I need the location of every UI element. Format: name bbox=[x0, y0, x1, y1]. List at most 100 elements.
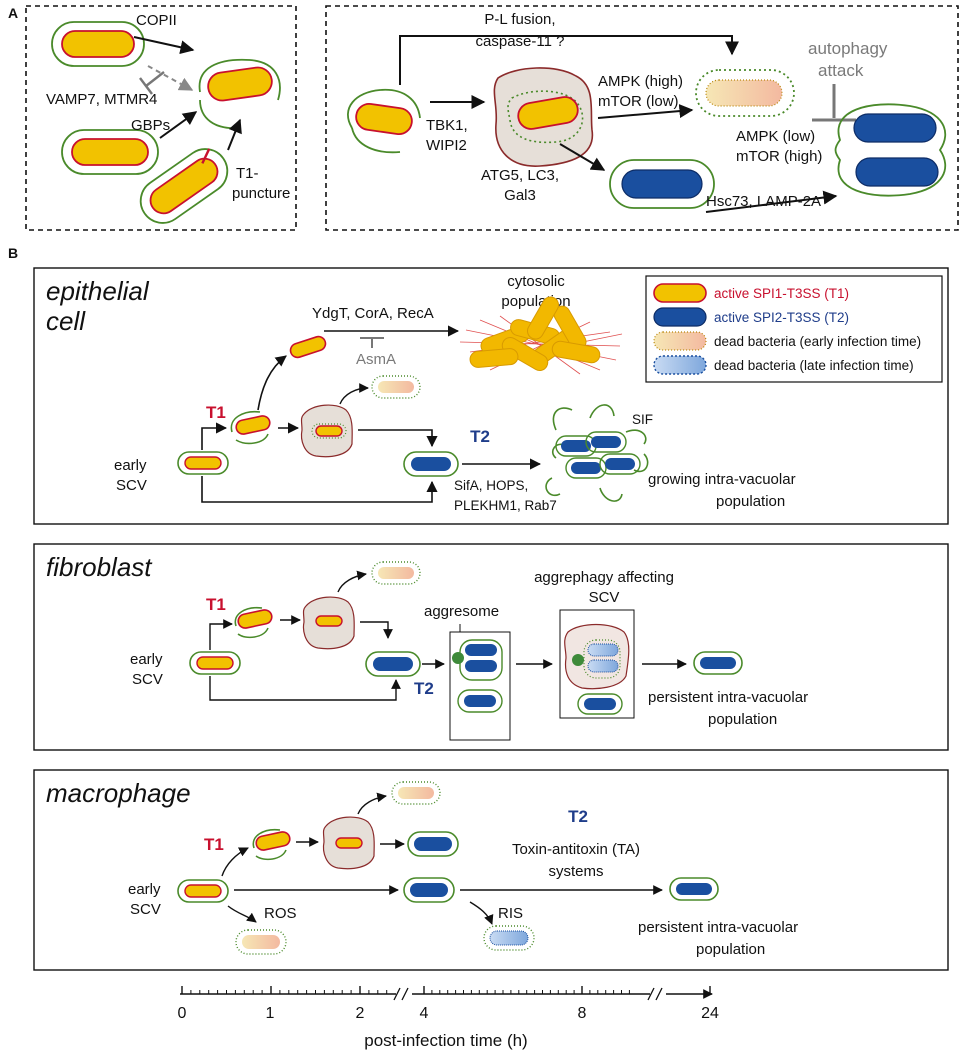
aggrephagy-label-1: aggrephagy affecting bbox=[534, 569, 674, 586]
mac-persistent-bacterium bbox=[669, 877, 719, 901]
macrophage-title: macrophage bbox=[46, 778, 191, 808]
mac-to-dead-arrow bbox=[357, 792, 387, 815]
sifa-label-1: SifA, HOPS, bbox=[454, 478, 528, 493]
pl-fusion-label-2: caspase-11 ? bbox=[476, 33, 565, 50]
panel-a-left-box bbox=[25, 5, 297, 231]
atg5-arrow bbox=[559, 143, 606, 171]
epithelial-title-2: cell bbox=[46, 306, 86, 336]
tick-label-2: 2 bbox=[356, 1005, 365, 1022]
tick-label-1: 1 bbox=[266, 1005, 275, 1022]
bacterium-in-vacuole bbox=[51, 21, 145, 67]
ris-label: RIS bbox=[498, 905, 523, 922]
tbk1-label-1: TBK1, bbox=[426, 117, 468, 134]
atg5-label-2: Gal3 bbox=[504, 187, 536, 204]
gbps-arrow bbox=[159, 111, 198, 139]
mac-t2-bacterium-top bbox=[407, 831, 459, 857]
free-t1-bacterium bbox=[289, 335, 327, 359]
growing-label-2: population bbox=[716, 493, 785, 510]
fibroblast-early-label-2: SCV bbox=[132, 671, 163, 688]
bacterium-t1-puncture bbox=[139, 148, 229, 224]
copii-label: COPII bbox=[136, 12, 177, 29]
bacterium-ruptured-vacuole bbox=[198, 58, 281, 130]
panel-a-right-box bbox=[325, 5, 959, 231]
t1-puncture-arrow bbox=[227, 118, 242, 151]
growing-population bbox=[545, 404, 649, 502]
t2-bacterium-epithelial bbox=[403, 451, 459, 477]
aggrephagy-label-2: SCV bbox=[589, 589, 620, 606]
mtor-high-label: mTOR (high) bbox=[736, 148, 822, 165]
macrophage-t2-label: T2 bbox=[568, 807, 588, 826]
tick-label-24: 24 bbox=[701, 1005, 719, 1022]
fib-early-to-t2-arrow bbox=[209, 676, 401, 701]
mac-to-ris-arrow bbox=[469, 901, 494, 925]
toxin-label-1: Toxin-antitoxin (TA) bbox=[512, 841, 640, 858]
asma-label: AsmA bbox=[356, 351, 396, 368]
mac-persistent-label-2: population bbox=[696, 941, 765, 958]
legend-t2: active SPI2-T3SS (T2) bbox=[714, 310, 849, 325]
macrophage-early-label-2: SCV bbox=[130, 901, 161, 918]
aggresome-label: aggresome bbox=[424, 603, 499, 620]
asma-inhibition-mark bbox=[360, 337, 384, 348]
fib-dead-bacterium bbox=[371, 561, 421, 585]
vamp7-label: VAMP7, MTMR4 bbox=[46, 91, 157, 108]
epithelial-early-label-1: early bbox=[114, 457, 147, 474]
autophagy-inhibition-mark bbox=[812, 84, 856, 122]
fibroblast-t1-label: T1 bbox=[206, 595, 226, 614]
legend-dead-late: dead bacteria (late infection time) bbox=[714, 358, 914, 373]
fibroblast-early-label-1: early bbox=[130, 651, 163, 668]
mac-early-to-t1-arrow bbox=[221, 847, 249, 877]
bacterium-gbps bbox=[61, 129, 159, 175]
fib-persistent-bacterium bbox=[693, 651, 743, 675]
dividing-t2-bacteria bbox=[834, 103, 947, 197]
aggresome-cell-box bbox=[449, 631, 511, 741]
mac-to-ros-arrow bbox=[227, 905, 257, 923]
early-scv-bacterium bbox=[177, 451, 229, 475]
mac-t2-bacterium-mid bbox=[403, 877, 455, 903]
fib-early-to-t1-arrow bbox=[209, 619, 233, 650]
sifa-label-2: PLEKHM1, Rab7 bbox=[454, 498, 557, 513]
legend-t1: active SPI1-T3SS (T1) bbox=[714, 286, 849, 301]
legend-dead-early: dead bacteria (early infection time) bbox=[714, 334, 921, 349]
mac-dead-early-ros bbox=[235, 929, 287, 955]
epithelial-box bbox=[33, 267, 949, 525]
bacterium-ruptured-a-right bbox=[347, 88, 421, 154]
fib-persistent-label-1: persistent intra-vacuolar bbox=[648, 689, 808, 706]
tbk1-label-2: WIPI2 bbox=[426, 137, 467, 154]
fibroblast-title: fibroblast bbox=[46, 552, 153, 582]
mac-autophagosome bbox=[322, 816, 375, 870]
epithelial-t1-label: T1 bbox=[206, 403, 226, 422]
fib-t2-bacterium bbox=[365, 651, 421, 677]
mac-ruptured-bacterium bbox=[252, 828, 291, 861]
ampk-low-label: AMPK (low) bbox=[736, 128, 815, 145]
fib-autophagosome bbox=[302, 596, 355, 650]
early-to-t1-arrow bbox=[201, 422, 228, 450]
t2-bacterium-a bbox=[609, 159, 715, 209]
t1-puncture-label-1: T1- bbox=[236, 165, 259, 182]
epithelial-t2-label: T2 bbox=[470, 427, 490, 446]
sif-label: SIF bbox=[632, 412, 653, 427]
ros-label: ROS bbox=[264, 905, 297, 922]
tick-label-8: 8 bbox=[578, 1005, 587, 1022]
fibroblast-box bbox=[33, 543, 949, 751]
dead-small-bacterium bbox=[371, 375, 421, 399]
toxin-label-2: systems bbox=[548, 863, 603, 880]
timeline-axis bbox=[180, 986, 713, 1001]
fib-ruptured-bacterium bbox=[234, 606, 273, 639]
autophagosome-small bbox=[300, 404, 353, 458]
tick-label-4: 4 bbox=[420, 1005, 429, 1022]
cytosolic-label-1: cytosolic bbox=[507, 273, 565, 290]
ruptured-small-bacterium bbox=[230, 410, 271, 445]
autophagosome-to-t2-arrow bbox=[358, 429, 438, 448]
fibroblast-t2-label: T2 bbox=[414, 679, 434, 698]
ampk-high-arrow bbox=[597, 104, 694, 119]
mac-persistent-label-1: persistent intra-vacuolar bbox=[638, 919, 798, 936]
epithelial-early-label-2: SCV bbox=[116, 477, 147, 494]
pl-fusion-arrow bbox=[399, 35, 739, 85]
ydgt-label: YdgT, CorA, RecA bbox=[312, 305, 434, 322]
autophagy-label-1: autophagy bbox=[808, 39, 888, 58]
panel-a-letter: A bbox=[8, 5, 18, 21]
tick-label-0: 0 bbox=[178, 1005, 187, 1022]
growing-label-1: growing intra-vacuolar bbox=[648, 471, 796, 488]
legend: active SPI1-T3SS (T1) active SPI2-T3SS (… bbox=[645, 275, 943, 383]
copii-arrow bbox=[133, 36, 195, 55]
